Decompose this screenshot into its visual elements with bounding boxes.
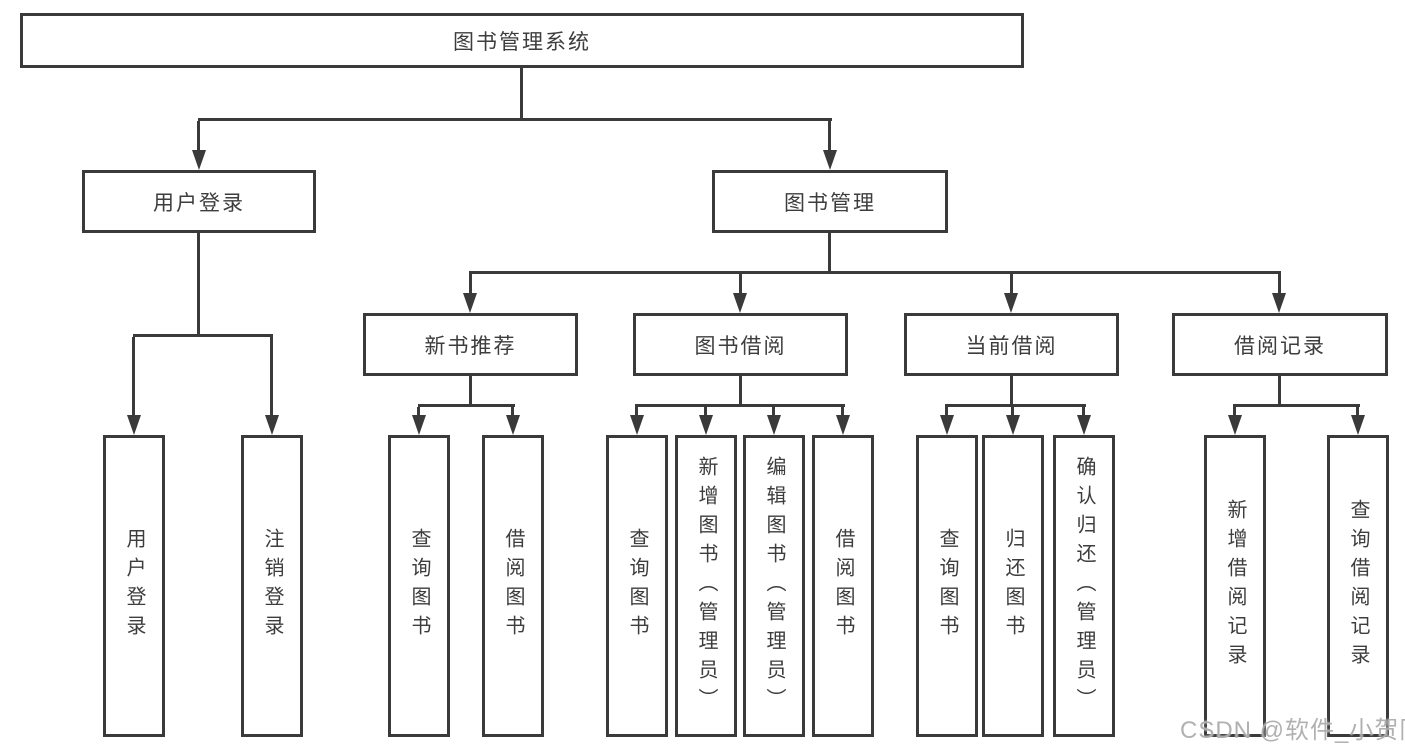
arrowhead-down [1004,293,1018,313]
arrowhead-down [823,150,837,170]
node-current-borrow: 当前借阅 [904,313,1119,376]
connector-line [133,334,273,337]
connector-line [197,233,200,337]
arrowhead-down [1228,415,1242,435]
connector-line [1356,407,1359,415]
connector-line [945,404,1086,407]
leaf-borrow-books: 借阅图书 [812,435,874,737]
node-borrow-records-label: 借阅记录 [1234,334,1326,358]
arrowhead-down [836,415,850,435]
arrowhead-down [1272,293,1286,313]
csdn-watermark: CSDN @软件_小贺同学 [1180,717,1405,744]
connector-line [197,121,200,150]
connector-line [635,404,845,407]
connector-line [1011,407,1014,415]
connector-line [1010,376,1013,407]
arrowhead-down [265,415,279,435]
node-book-borrow-label: 图书借阅 [694,334,787,358]
node-user-login: 用户登录 [82,170,316,233]
connector-line [511,407,514,415]
leaf-rec-query-books-label: 查询图书 [408,528,430,644]
connector-line [270,337,273,415]
leaf-current-query-books-label: 查询图书 [936,528,958,644]
node-root: 图书管理系统 [20,13,1024,68]
leaf-logout: 注销登录 [241,435,303,737]
node-book-management-label: 图书管理 [784,191,876,215]
node-book-management: 图书管理 [712,170,948,233]
connector-line [1233,404,1360,407]
leaf-borrow-books-label: 借阅图书 [832,528,854,644]
leaf-rec-query-books: 查询图书 [388,435,450,737]
connector-line [1082,407,1085,415]
leaf-edit-books-admin: 编辑图书（管理员） [743,435,805,737]
node-current-borrow-label: 当前借阅 [965,334,1058,358]
leaf-add-books-admin-label: 新增图书（管理员） [695,455,717,717]
leaf-query-borrow-record: 查询借阅记录 [1327,435,1389,737]
connector-line [469,376,472,407]
connector-line [198,118,832,121]
connector-line [841,407,844,415]
arrowhead-down [192,150,206,170]
leaf-query-borrow-record-label: 查询借阅记录 [1347,499,1369,673]
connector-line [635,407,638,415]
connector-line [828,233,831,274]
connector-line [945,407,948,415]
leaf-rec-borrow-books-label: 借阅图书 [502,528,524,644]
leaf-rec-borrow-books: 借阅图书 [482,435,544,737]
node-new-book-recommend-label: 新书推荐 [424,334,517,358]
node-new-book-recommend: 新书推荐 [363,313,578,376]
connector-line [469,271,1281,274]
arrowhead-down [1351,415,1365,435]
leaf-return-books-label: 归还图书 [1002,528,1024,644]
connector-line [417,407,420,415]
connector-line [828,121,831,150]
connector-line [418,404,515,407]
connector-line [1278,274,1281,293]
arrowhead-down [412,415,426,435]
arrowhead-down [699,415,713,435]
arrowhead-down [506,415,520,435]
arrowhead-down [1006,415,1020,435]
connector-line [1278,376,1281,407]
leaf-add-books-admin: 新增图书（管理员） [675,435,737,737]
connector-line [520,68,523,121]
connector-line [1233,407,1236,415]
leaf-borrow-query-books-label: 查询图书 [626,528,648,644]
leaf-borrow-query-books: 查询图书 [606,435,668,737]
leaf-edit-books-admin-label: 编辑图书（管理员） [763,455,785,717]
leaf-return-books: 归还图书 [982,435,1044,737]
connector-line [739,376,742,407]
connector-line [704,407,707,415]
connector-line [739,274,742,293]
leaf-user-login: 用户登录 [103,435,165,737]
arrowhead-down [940,415,954,435]
arrowhead-down [463,293,477,313]
node-book-borrow: 图书借阅 [633,313,848,376]
leaf-confirm-return-admin-label: 确认归还（管理员） [1073,455,1095,717]
arrowhead-down [767,415,781,435]
node-borrow-records: 借阅记录 [1172,313,1388,376]
arrowhead-down [733,293,747,313]
node-user-login-label: 用户登录 [153,191,245,215]
node-root-label: 图书管理系统 [453,30,591,54]
connector-line [772,407,775,415]
leaf-add-borrow-record: 新增借阅记录 [1204,435,1266,737]
leaf-confirm-return-admin: 确认归还（管理员） [1053,435,1115,737]
leaf-add-borrow-record-label: 新增借阅记录 [1224,499,1246,673]
leaf-current-query-books: 查询图书 [916,435,978,737]
connector-line [1010,274,1013,293]
connector-line [469,274,472,293]
leaf-logout-label: 注销登录 [261,528,283,644]
arrowhead-down [1077,415,1091,435]
connector-line [132,337,135,415]
arrowhead-down [127,415,141,435]
leaf-user-login-label: 用户登录 [123,528,145,644]
arrowhead-down [630,415,644,435]
